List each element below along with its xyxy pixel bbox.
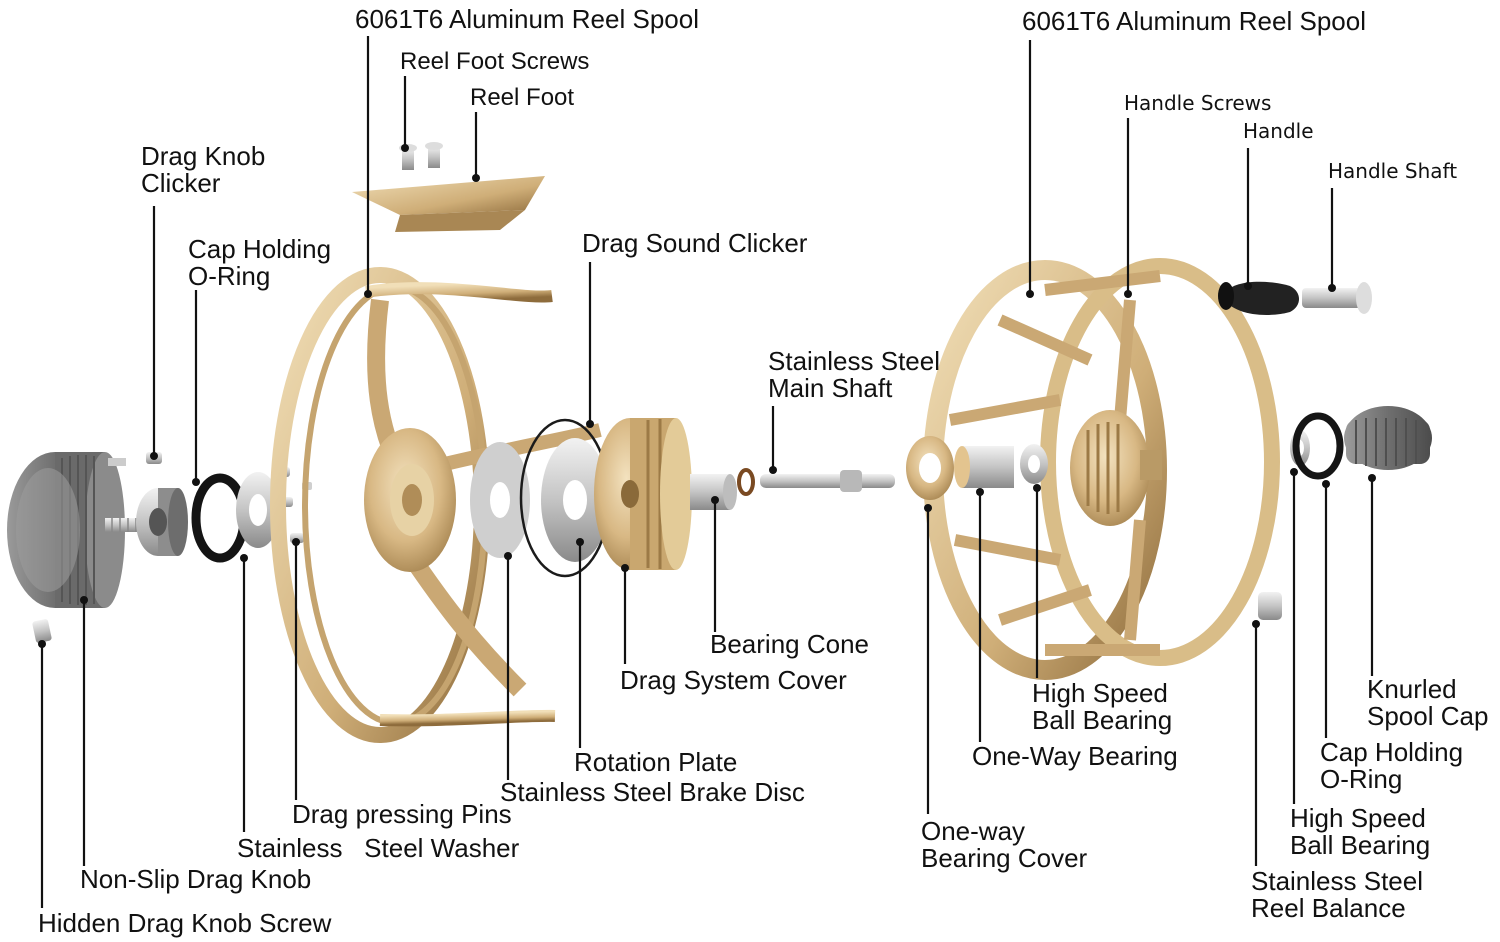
label-spool-right: 6061T6 Aluminum Reel Spool bbox=[1022, 6, 1366, 36]
label-drag-knob-clicker: Drag Knob Clicker bbox=[141, 141, 266, 199]
label-hidden-drag-knob-screw: Hidden Drag Knob Screw bbox=[38, 908, 332, 938]
label-cap-holding-oring-right: Cap Holding O-Ring bbox=[1320, 737, 1464, 795]
bearing-cone-part bbox=[690, 474, 737, 510]
label-reel-foot-screws: Reel Foot Screws bbox=[400, 48, 590, 75]
label-steel-washer: Stainless Steel Washer bbox=[237, 833, 520, 863]
hidden-screw-part bbox=[32, 619, 52, 643]
drag-knob-part bbox=[7, 452, 125, 608]
drag-system-cover-part bbox=[594, 418, 692, 570]
label-handle: Handle bbox=[1243, 119, 1314, 143]
label-reel-balance: Stainless Steel Reel Balance bbox=[1251, 866, 1423, 924]
right-oring-part bbox=[1292, 412, 1344, 480]
label-handle-screws: Handle Screws bbox=[1124, 91, 1272, 115]
leader-lines bbox=[38, 36, 1376, 908]
washer-part bbox=[236, 472, 280, 548]
label-high-speed-ball-bearing-mid: High Speed Ball Bearing bbox=[1032, 678, 1173, 736]
label-drag-system-cover: Drag System Cover bbox=[620, 665, 847, 695]
rotation-plate-part bbox=[541, 438, 609, 562]
label-spool-left: 6061T6 Aluminum Reel Spool bbox=[355, 4, 699, 34]
mid-ball-bearing-part bbox=[1020, 444, 1048, 484]
one-way-cover-part bbox=[906, 436, 954, 500]
label-non-slip-drag-knob: Non-Slip Drag Knob bbox=[80, 864, 312, 894]
handle-part bbox=[1218, 281, 1299, 315]
label-one-way-bearing: One-Way Bearing bbox=[972, 741, 1178, 771]
right-spool-part bbox=[923, 258, 1280, 680]
label-drag-pressing-pins: Drag pressing Pins bbox=[292, 799, 512, 829]
label-brake-disc: Stainless Steel Brake Disc bbox=[500, 777, 805, 807]
main-shaft-part bbox=[737, 468, 895, 496]
label-rotation-plate: Rotation Plate bbox=[574, 747, 738, 777]
label-reel-foot: Reel Foot bbox=[470, 84, 575, 111]
label-cap-holding-oring-left: Cap Holding O-Ring bbox=[188, 234, 332, 292]
spool-cap-part bbox=[1344, 406, 1432, 470]
label-high-speed-ball-bearing-right: High Speed Ball Bearing bbox=[1290, 803, 1431, 861]
label-knurled-spool-cap: Knurled Spool Cap bbox=[1367, 674, 1489, 732]
label-bearing-cone: Bearing Cone bbox=[710, 629, 869, 659]
handle-shaft-part bbox=[1302, 282, 1372, 314]
reel-foot-part bbox=[352, 142, 545, 232]
one-way-bearing-part bbox=[954, 446, 1014, 488]
label-drag-sound-clicker: Drag Sound Clicker bbox=[582, 228, 808, 258]
drag-knob-screw-part bbox=[105, 518, 145, 532]
label-one-way-bearing-cover: One-way Bearing Cover bbox=[921, 816, 1088, 874]
reel-balance-part bbox=[1258, 592, 1282, 620]
knob-bearing-part bbox=[136, 488, 188, 556]
label-handle-shaft: Handle Shaft bbox=[1328, 159, 1458, 183]
label-main-shaft: Stainless Steel Main Shaft bbox=[768, 346, 940, 404]
brake-disc-part bbox=[470, 442, 530, 558]
